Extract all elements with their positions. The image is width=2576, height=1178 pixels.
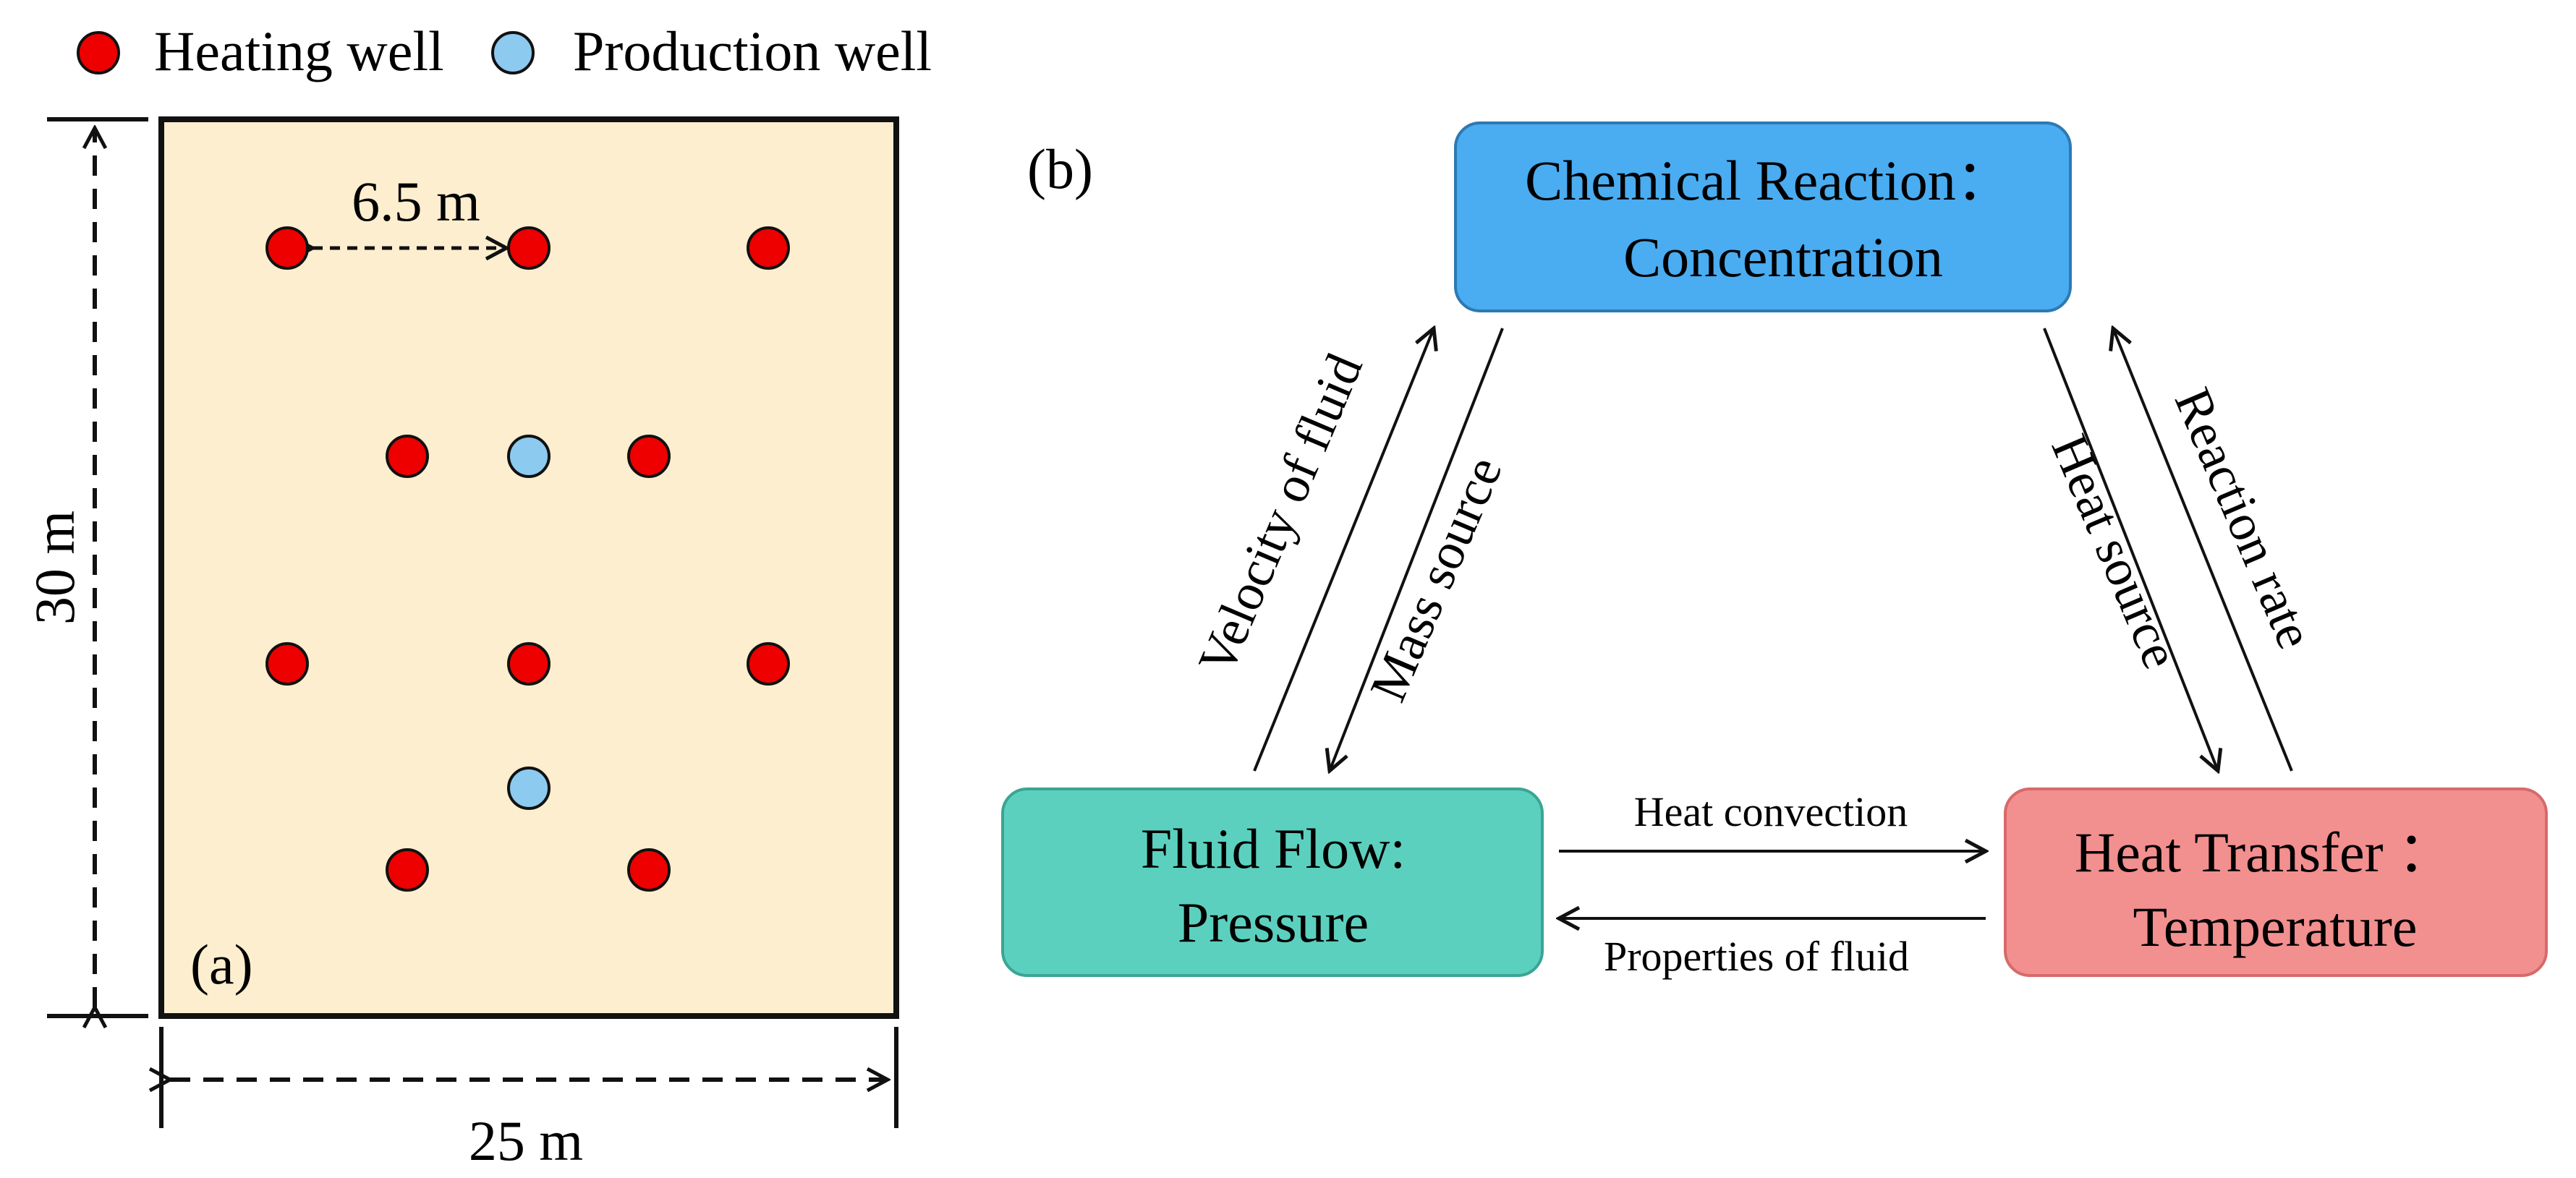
heating-well: [507, 642, 551, 686]
panel-a-label: (a): [190, 933, 253, 996]
heat-transfer-box: [2004, 788, 2548, 977]
chemical-reaction-line2: Concentration: [1623, 226, 1943, 289]
heat-source-arrow: [2043, 328, 2218, 771]
heating-well-legend-icon: [77, 31, 120, 74]
legend: Heating well Production well: [77, 20, 932, 82]
panel-a: 30 m 25 m (a) 6.5 m: [23, 116, 899, 1172]
mass-source-arrow: [1330, 328, 1504, 771]
production-well: [507, 767, 551, 810]
heating-well: [747, 226, 790, 270]
production-well-legend-label: Production well: [573, 20, 932, 82]
panel-b-label: (b): [1027, 137, 1093, 200]
reaction-rate-arrow: [2113, 328, 2293, 772]
heating-well: [265, 642, 309, 686]
heating-well: [747, 642, 790, 686]
fluid-flow-line1: Fluid Flow:: [1141, 817, 1406, 880]
heat-convection-label: Heat convection: [1634, 788, 1908, 835]
mass-source-label: Mass source: [1359, 448, 1513, 709]
properties-label: Properties of fluid: [1604, 933, 1909, 980]
production-well-legend-icon: [491, 31, 535, 74]
heating-well: [265, 226, 309, 270]
heating-well: [507, 226, 551, 270]
heating-well: [627, 848, 671, 892]
well-spacing-label: 6.5 m: [352, 170, 480, 233]
heating-well-legend-label: Heating well: [154, 20, 444, 82]
heat-transfer-line1: Heat Transfer ：: [2075, 821, 2454, 884]
height-dimension-label: 30 m: [23, 511, 86, 625]
width-dimension-label: 25 m: [469, 1109, 583, 1172]
velocity-label: Velocity of fluid: [1187, 346, 1374, 683]
chemical-reaction-line1: Chemical Reaction：: [1525, 149, 2012, 212]
reaction-rate-label: Reaction rate: [2164, 380, 2325, 657]
heating-well: [386, 848, 429, 892]
heating-well: [386, 435, 429, 478]
chemical-reaction-box: [1454, 121, 2072, 312]
fluid-flow-box: [1001, 788, 1544, 977]
production-well: [507, 435, 551, 478]
panel-b: (b) Chemical Reaction： Concentration Flu…: [1001, 121, 2548, 980]
fluid-flow-line2: Pressure: [1178, 891, 1369, 954]
heating-well: [627, 435, 671, 478]
velocity-arrow: [1253, 328, 1434, 772]
heat-transfer-line2: Temperature: [2133, 895, 2418, 958]
